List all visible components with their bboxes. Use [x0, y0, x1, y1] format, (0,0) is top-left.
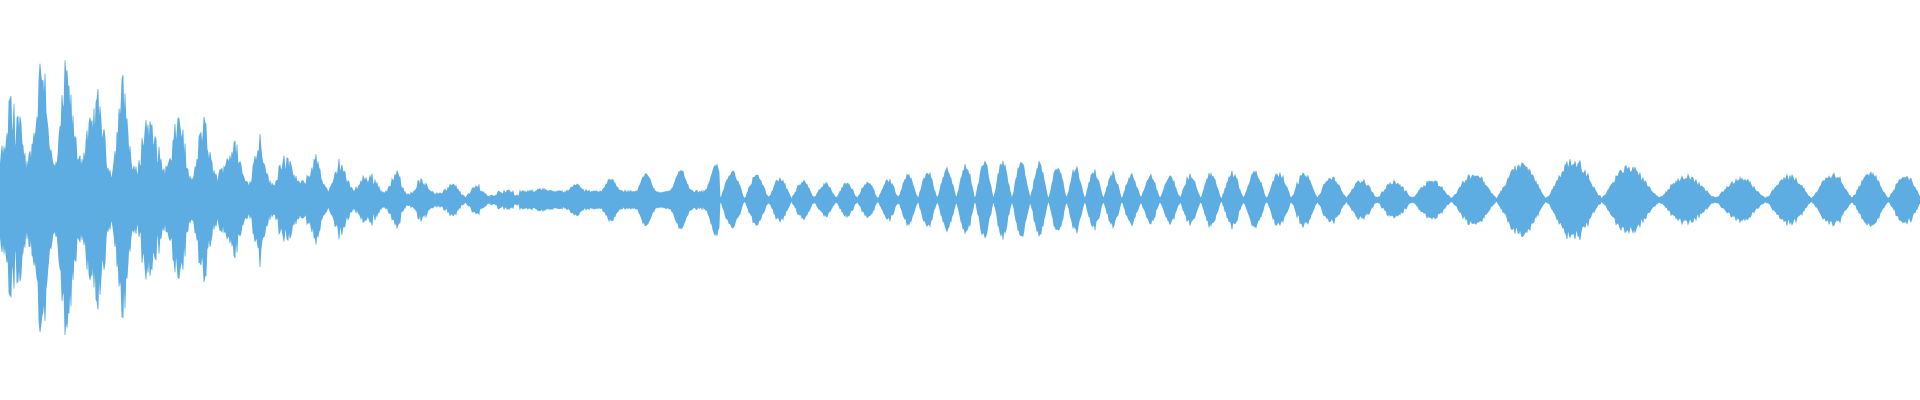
- waveform-envelope: [0, 60, 1920, 336]
